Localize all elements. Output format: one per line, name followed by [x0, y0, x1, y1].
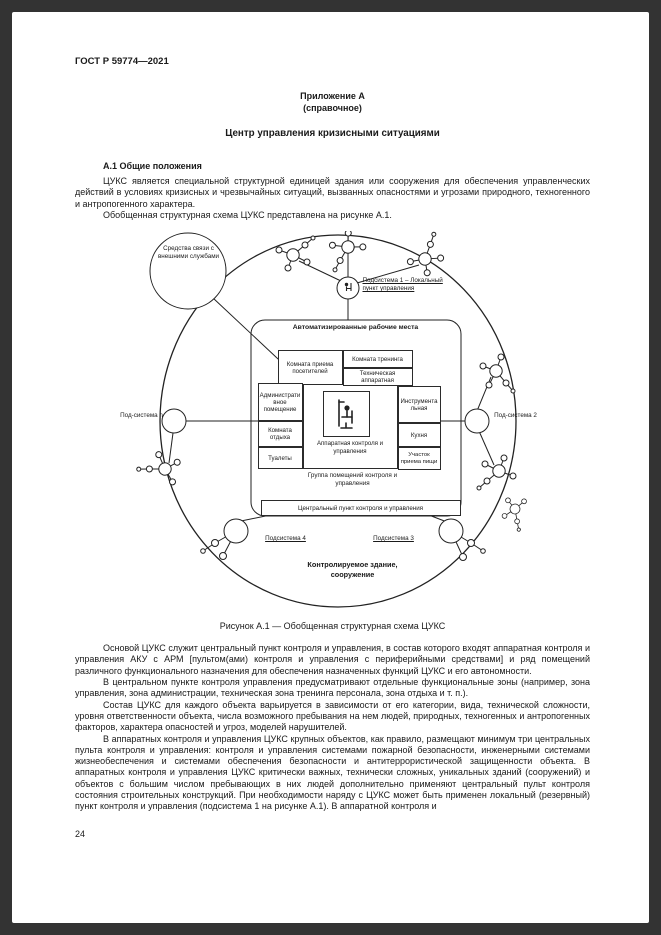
label-text: Комната отдыха	[268, 427, 292, 442]
subsystem-n-node	[161, 408, 186, 434]
page-title: Центр управления кризисными ситуациями	[225, 128, 440, 139]
label-text: Комната тренинга	[352, 355, 403, 363]
control-apparatus-box	[322, 391, 370, 438]
diagram-graphics	[134, 231, 535, 608]
paragraph: Состав ЦУКС для каждого объекта варьируе…	[75, 699, 590, 733]
external-comms-circle	[149, 232, 226, 310]
room-tech-apparatus: Техническая аппаратная	[342, 368, 413, 387]
label-subsystem-3: Подсистема 3	[363, 535, 425, 543]
label-automated-workplaces: Автоматизированные рабочие места	[255, 324, 457, 332]
room-admin: Административное помещение	[257, 383, 303, 422]
label-text: Подсистема 1 – Локальный пункт управлени…	[362, 277, 443, 292]
label-text: Инструментальная	[400, 397, 438, 412]
room-tools: Инструментальная	[397, 386, 441, 424]
label-control-apparatus: Аппаратная контроля и управления	[305, 440, 396, 455]
central-control-point-bar: Центральный пункт контроля и управления	[260, 500, 461, 517]
molecule-icon	[476, 454, 516, 491]
document-code: ГОСТ Р 59774—2021	[75, 56, 169, 67]
label-text: Средства связи с внешними службами	[157, 245, 220, 260]
label-subsystem-1: Подсистема 1 – Локальный пункт управлени…	[363, 277, 458, 292]
figure-caption: Рисунок А.1 — Обобщенная структурная схе…	[219, 621, 446, 632]
operator-console-mini-icon	[344, 282, 352, 292]
subsystem-2-node	[464, 408, 489, 434]
paragraph: В аппаратных контроля и управления ЦУКС …	[75, 733, 590, 812]
figure-a1-diagram: Средства связи с внешними службами Подси…	[113, 231, 553, 613]
molecule-icon	[399, 231, 453, 283]
label-text: Подсистема 3	[373, 535, 414, 543]
operator-chair-icon	[338, 399, 353, 429]
label-text: Техническая аппаратная	[359, 370, 396, 385]
appendix-kind: (справочное)	[303, 102, 362, 113]
label-text: Туалеты	[268, 454, 292, 462]
paragraph: В центральном пункте контроля управления…	[75, 677, 590, 699]
room-rest: Комната отдыха	[257, 421, 303, 448]
label-text: Административное помещение	[259, 391, 301, 413]
label-control-rooms-group: Группа помещений контроля и управления	[308, 472, 398, 487]
room-food-area: Участок приема пищи	[397, 447, 441, 471]
label-text: Аппаратная контроля и управления	[316, 440, 384, 455]
room-training: Комната тренинга	[342, 350, 413, 369]
paragraph: ЦУКС является специальной структурной ед…	[75, 176, 590, 209]
label-text: Комната приема посетителей	[286, 360, 334, 375]
label-controlled-building: Контролируемое здание, сооружение	[298, 560, 408, 579]
label-text: Кухня	[410, 431, 428, 439]
paragraph: Основой ЦУКС служит центральный пункт ко…	[75, 643, 590, 676]
room-kitchen: Кухня	[397, 423, 441, 448]
room-visitors: Комната приема посетителей	[277, 350, 343, 386]
workplaces-boundary-rect	[250, 319, 461, 517]
label-text: Автоматизированные рабочие места	[292, 324, 419, 332]
label-text: Группа помещений контроля и управления	[307, 472, 398, 487]
room-wc: Туалеты	[257, 447, 303, 470]
document-page: ГОСТ Р 59774—2021 Приложение А (справочн…	[12, 12, 649, 923]
subsystem-4-node	[223, 518, 248, 544]
subsystem-3-node	[438, 518, 463, 544]
label-text: Контролируемое здание, сооружение	[307, 560, 398, 579]
label-external-comms: Средства связи с внешними службами	[153, 245, 225, 260]
section-heading: А.1 Общие положения	[103, 161, 202, 171]
label-subsystem-4: Подсистема 4	[255, 535, 317, 543]
label-subsystem-2: Под-система 2	[491, 412, 541, 420]
label-text: Центральный пункт контроля и управления	[297, 504, 424, 512]
appendix-label: Приложение А	[300, 91, 365, 101]
label-text: Под-система 2	[494, 412, 537, 420]
label-text: Подсистема 4	[265, 535, 306, 543]
paragraph: Обобщенная структурная схема ЦУКС предст…	[103, 209, 392, 220]
label-text: Участок приема пищи	[400, 451, 438, 465]
label-subsystem-n: Под-система n	[119, 412, 165, 420]
page-number: 24	[75, 828, 86, 839]
label-text: Под-система n	[120, 412, 163, 420]
building-boundary-circle	[158, 234, 517, 608]
